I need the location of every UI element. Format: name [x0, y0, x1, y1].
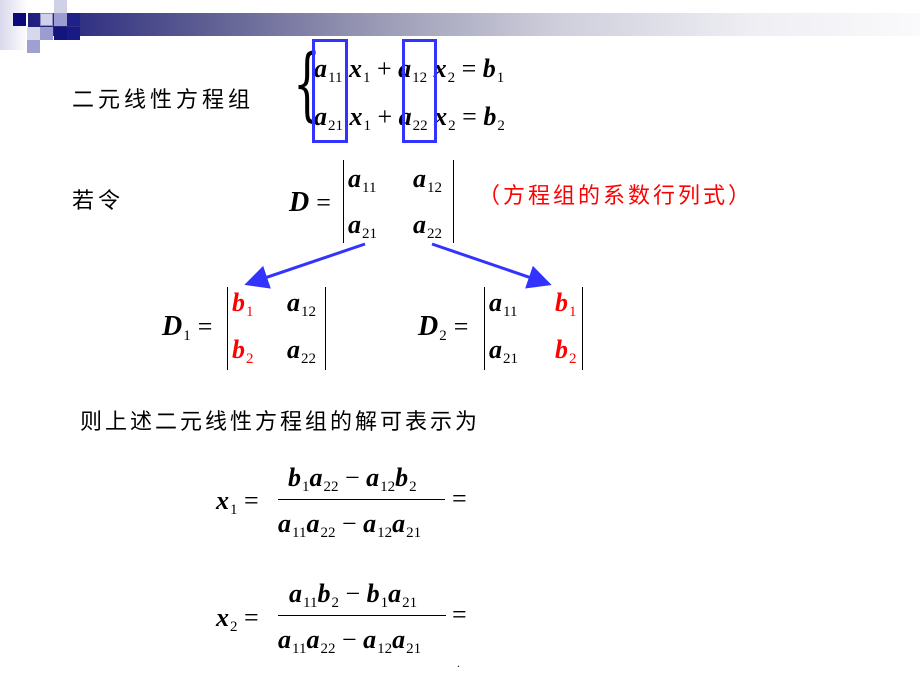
det-d-r1c2: a12: [413, 164, 442, 196]
det-d2-lhs: D2 =: [418, 311, 469, 344]
det-d2-r1c1: a11: [489, 288, 518, 320]
x2-trailing-equals: =: [452, 600, 467, 629]
det-d1-right-bar: [325, 287, 326, 370]
system-label: 二元线性方程组: [72, 88, 255, 113]
x2-lhs: x2 =: [216, 603, 259, 635]
det-d-r2c1: a21: [348, 210, 377, 242]
arrow-to-d2: [431, 242, 552, 289]
det-d1-r1c1: b1: [232, 288, 254, 320]
left-brace: {: [293, 37, 321, 130]
det-d2-r1c2: b1: [555, 288, 577, 320]
det-d-left-bar: [343, 160, 344, 243]
highlight-box-column-2: [402, 39, 437, 143]
x1-lhs: x1 =: [216, 486, 259, 518]
x1-trailing-equals: =: [452, 484, 467, 513]
det-d1-r2c1: b2: [232, 335, 254, 367]
equation-row-2: a21 x1 + a22 x2 = b2: [314, 102, 505, 134]
equation-row-1: a11 x1 + a12 x2 = b1: [314, 54, 505, 86]
coefficient-determinant-note: （方程组的系数行列式）: [478, 184, 754, 209]
det-d2-r2c1: a21: [489, 335, 518, 367]
det-d2-left-bar: [484, 287, 485, 370]
title-banner: [0, 13, 920, 36]
x2-denominator: a11a22 − a12a21: [278, 625, 422, 657]
det-d1-lhs: D1 =: [162, 311, 213, 344]
let-label: 若令: [72, 189, 125, 214]
det-d1-r2c2: a22: [287, 335, 316, 367]
x1-denominator: a11a22 − a12a21: [278, 509, 422, 541]
x2-numerator: a11b2 − b1a21: [289, 579, 418, 611]
x1-numerator: b1a22 − a12b2: [288, 463, 417, 495]
highlight-box-column-1: [312, 39, 348, 143]
footer-dot: .: [457, 656, 460, 670]
det-d2-r2c2: b2: [555, 335, 577, 367]
det-d2-right-bar: [582, 287, 583, 370]
solution-label: 则上述二元线性方程组的解可表示为: [80, 410, 481, 435]
x1-fraction-bar: [278, 499, 445, 500]
logo-squares: [0, 0, 80, 60]
det-d-r2c2: a22: [413, 210, 442, 242]
det-d1-left-bar: [227, 287, 228, 370]
det-d-lhs: D =: [289, 187, 331, 218]
det-d-right-bar: [453, 160, 454, 243]
arrow-to-d1: [244, 242, 366, 289]
det-d-r1c1: a11: [348, 164, 377, 196]
det-d1-r1c2: a12: [287, 288, 316, 320]
x2-fraction-bar: [278, 615, 446, 616]
